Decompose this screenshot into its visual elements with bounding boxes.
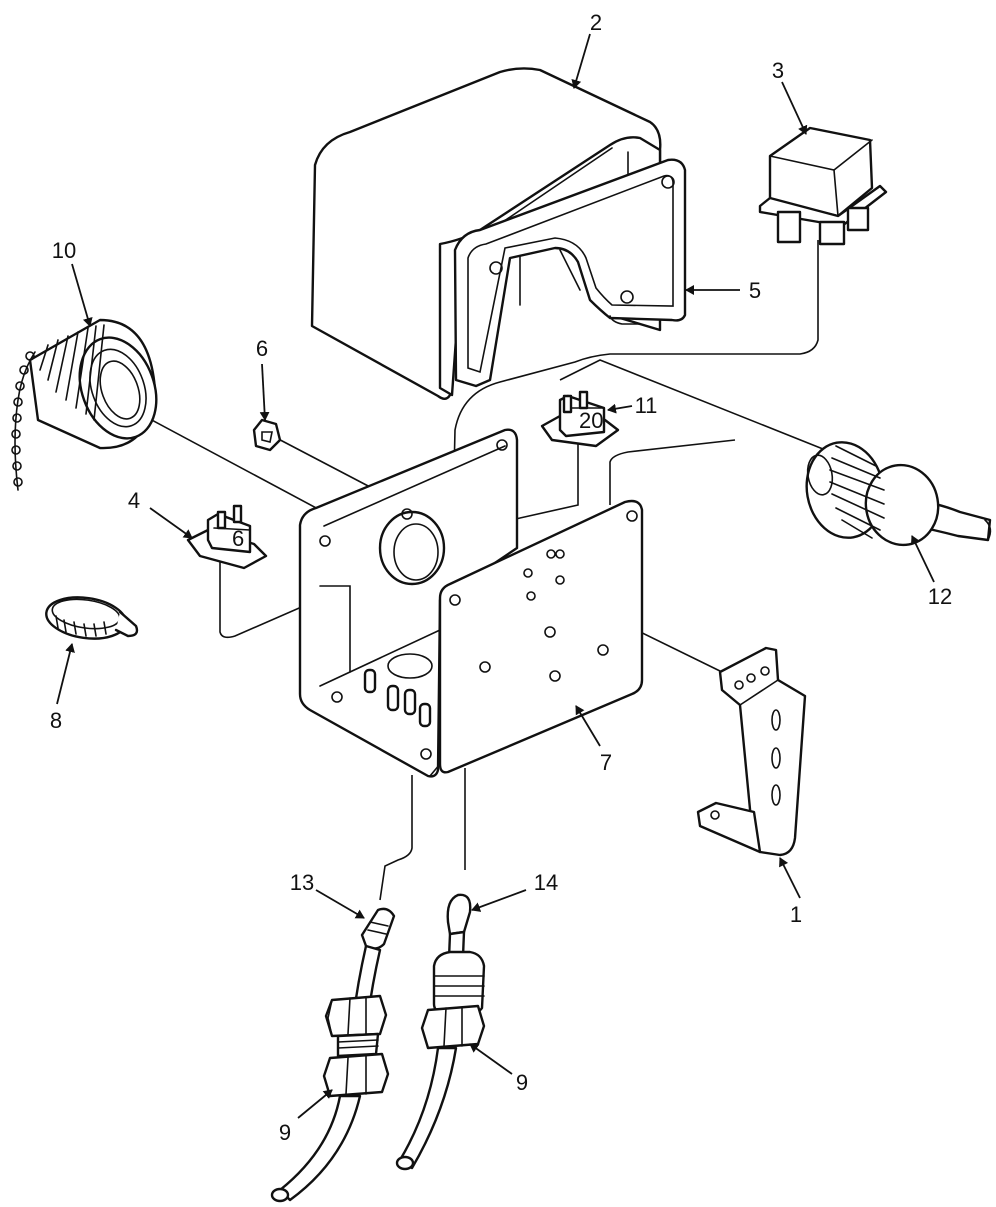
callout-4: 4 (128, 488, 140, 513)
callout-6: 6 (256, 336, 268, 361)
hose-clamp-part (45, 596, 139, 640)
box-part (298, 428, 644, 778)
terminal-block-6-part: 6 (186, 504, 268, 570)
callout-3: 3 (772, 58, 784, 83)
callout-9-left: 9 (279, 1120, 291, 1145)
callout-5: 5 (749, 278, 761, 303)
terminal-mark-6: 6 (232, 526, 244, 551)
callout-13: 13 (290, 870, 314, 895)
callout-11: 11 (635, 393, 658, 418)
nut-part (252, 418, 282, 452)
gasket-part (453, 158, 687, 388)
callout-8: 8 (50, 708, 62, 733)
callout-labels: 1 2 3 4 5 6 7 8 9 9 10 11 12 13 14 (50, 10, 952, 1145)
callout-2: 2 (590, 10, 602, 35)
terminal-block-20-part: 20 (540, 390, 620, 448)
callout-9-right: 9 (516, 1070, 528, 1095)
callout-12: 12 (928, 584, 952, 609)
grommet-part (805, 441, 992, 547)
leader-lines (56, 33, 935, 1119)
cable-fitting-left-part (270, 994, 390, 1203)
callout-7: 7 (600, 750, 612, 775)
relay-part (758, 126, 888, 246)
connector-cap-part (11, 318, 158, 491)
terminal-mark-20: 20 (579, 408, 603, 433)
bracket-part (696, 646, 807, 857)
callout-10: 10 (52, 238, 76, 263)
callout-14: 14 (534, 870, 558, 895)
callout-1: 1 (790, 902, 802, 927)
cable-fitting-right-part (395, 950, 486, 1171)
